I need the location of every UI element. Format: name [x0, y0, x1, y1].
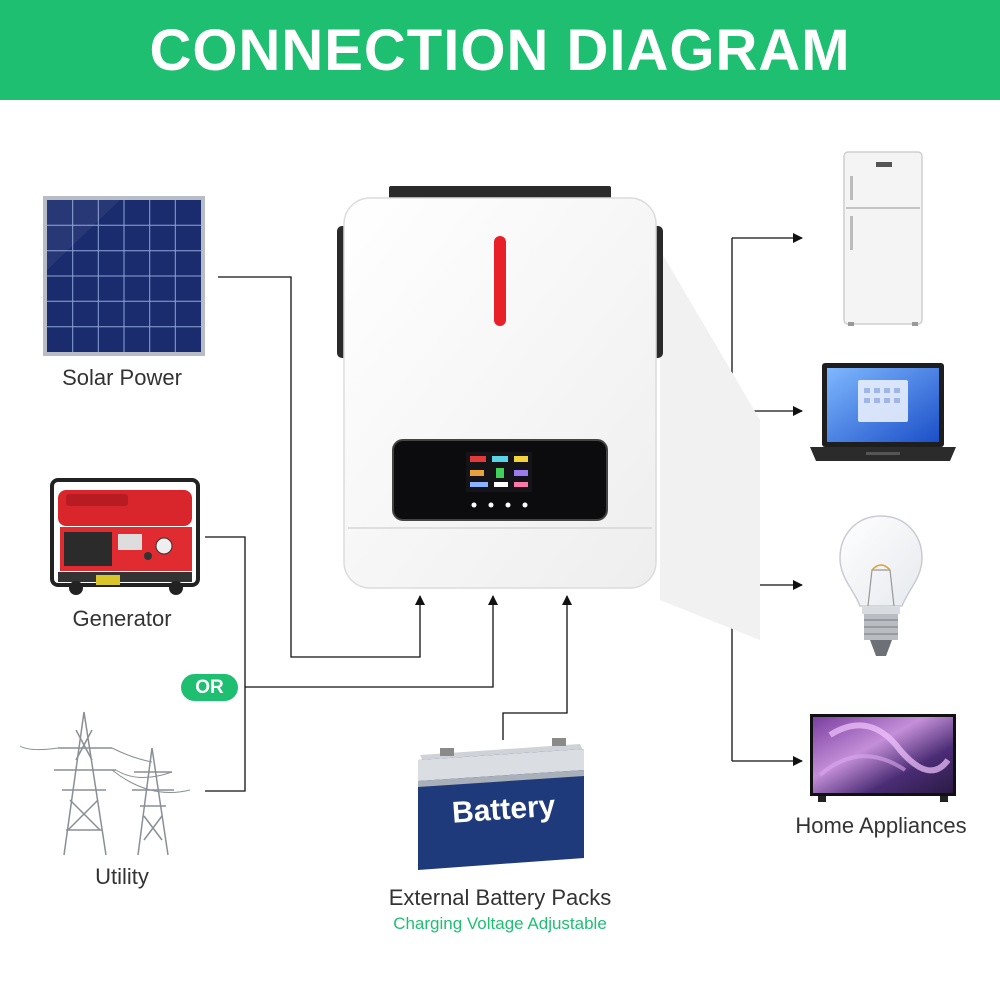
grid-connection-line [245, 595, 498, 688]
inverter-image [337, 186, 760, 640]
tv-image [810, 714, 956, 802]
utility-label: Utility [95, 864, 149, 889]
battery-connection-line [502, 595, 572, 740]
status-indicator [494, 236, 506, 326]
generator-label: Generator [72, 606, 172, 631]
or-badge: OR [181, 674, 238, 701]
fridge-image [843, 151, 923, 326]
light-bulb-image [839, 515, 923, 656]
generator-image [50, 478, 200, 595]
solar-panel-image [43, 196, 205, 356]
charging-voltage-label: Charging Voltage Adjustable [393, 914, 607, 933]
diagram-title: CONNECTION DIAGRAM [149, 17, 851, 83]
external-battery-label: External Battery Packs [388, 885, 612, 910]
solar-connection-line [218, 276, 425, 658]
solar-power-label: Solar Power [62, 365, 182, 390]
laptop-image [810, 363, 956, 461]
header-banner: CONNECTION DIAGRAM [0, 0, 1000, 100]
generator-connection-line [205, 536, 246, 792]
battery-image [418, 738, 584, 870]
utility-pylons-image [19, 711, 191, 856]
home-appliances-label: Home Appliances [795, 813, 967, 838]
